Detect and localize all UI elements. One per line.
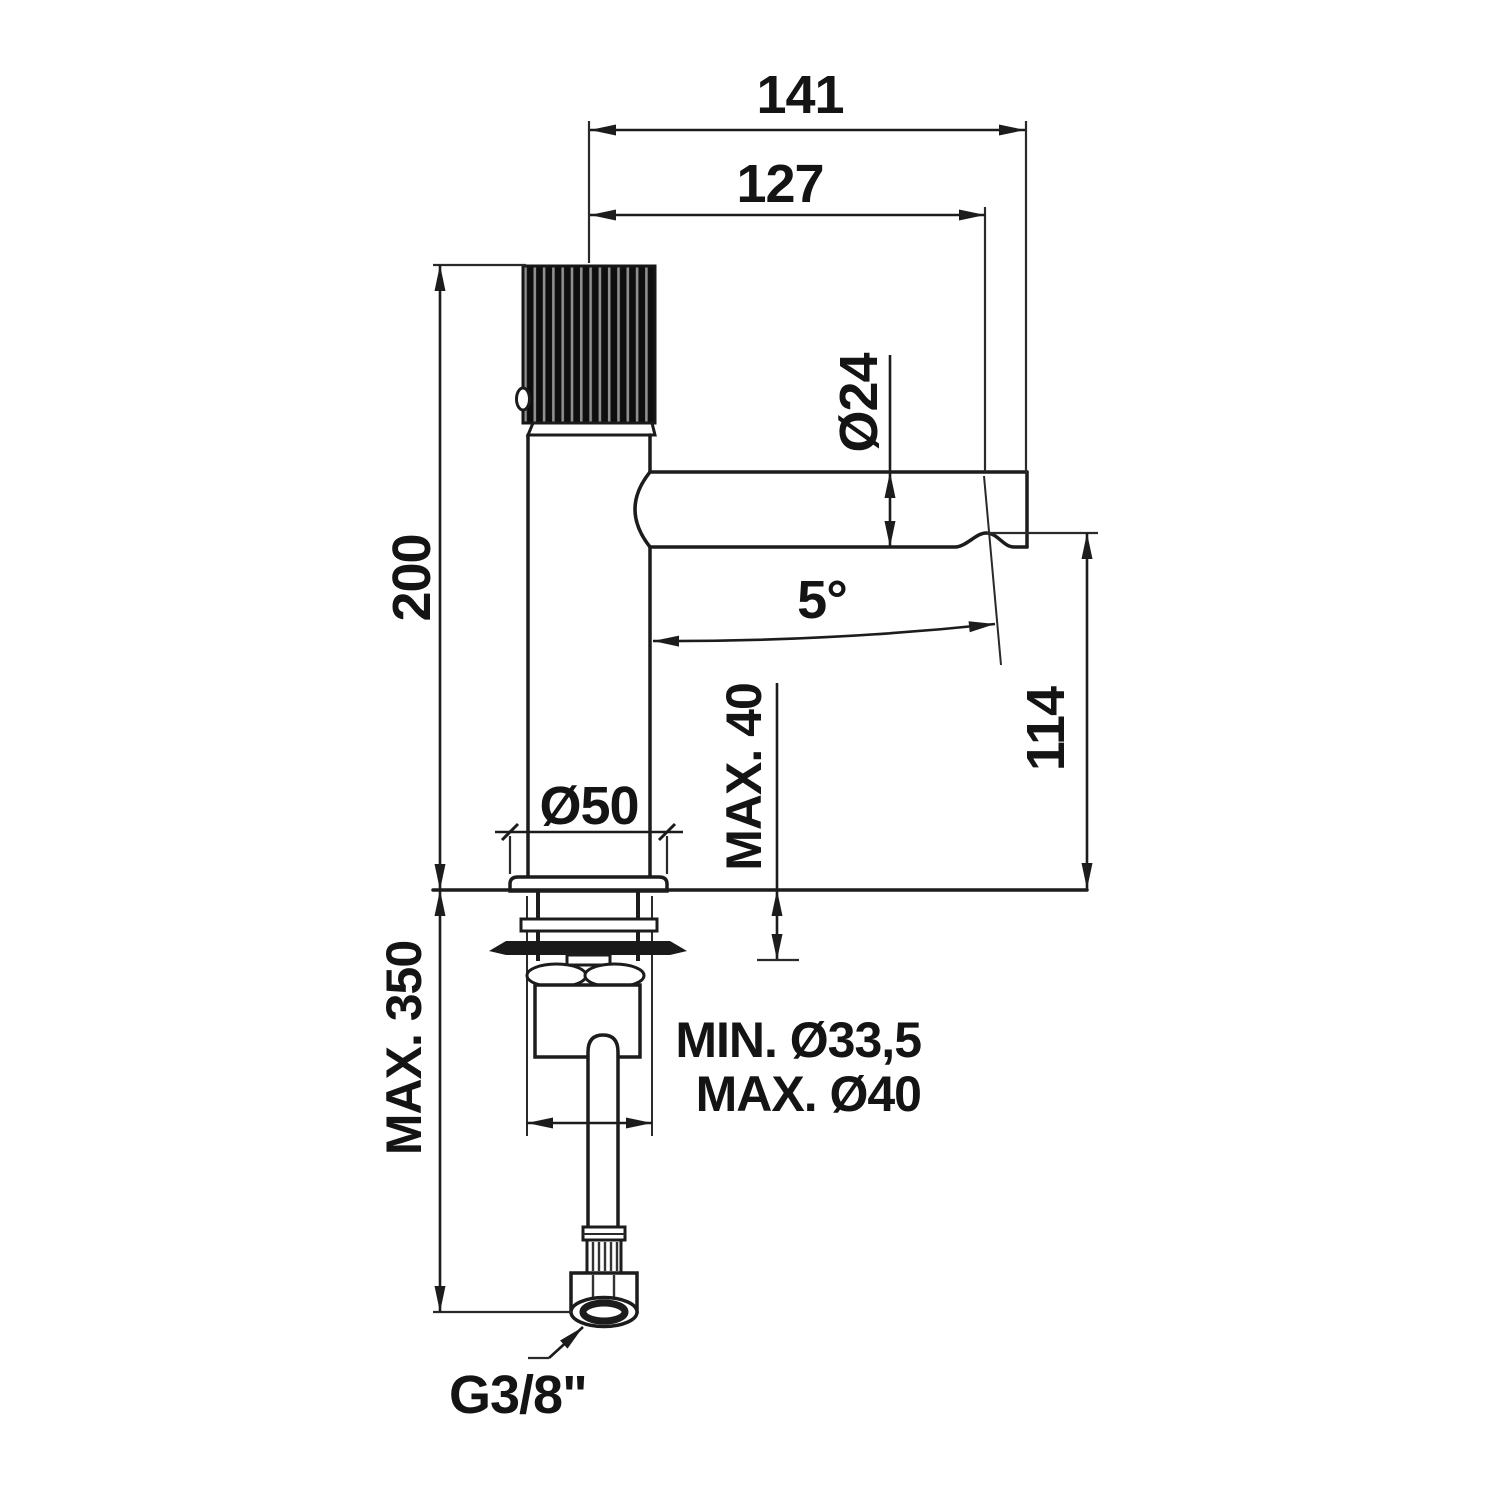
faucet-outline (431, 121, 1089, 1329)
dim-d50-ticks (500, 822, 677, 842)
dim-d50-label: Ø50 (539, 776, 638, 836)
knurled-handle (521, 264, 657, 425)
flex-hose (586, 1033, 620, 1231)
connector-knurl-ribs (591, 1242, 619, 1271)
dim-350-label: MAX. 350 (376, 941, 432, 1155)
dimension-annotations: 141 127 Ø24 5° 200 MAX. 350 114 MAX. 40 (376, 65, 1098, 1425)
dim-114-label: 114 (1016, 686, 1076, 771)
handle-index-dot (515, 386, 531, 412)
dim-40-label: MAX. 40 (716, 683, 772, 871)
base-flange (508, 875, 669, 893)
handle-collar (525, 421, 657, 437)
dim-arc-5deg (652, 621, 996, 647)
fixing-plate (519, 917, 659, 933)
dim-5deg-label: 5° (797, 570, 847, 630)
dim-141-label: 141 (756, 65, 843, 125)
dim-127-label: 127 (736, 154, 823, 214)
spout-root-arc (633, 470, 652, 549)
seal-washer (489, 941, 687, 955)
dim-200-label: 200 (382, 534, 442, 621)
dim-hole-max-label: MAX. Ø40 (696, 1066, 921, 1122)
leader-line-g38 (548, 1326, 584, 1359)
spout-bottom-edge (648, 531, 1029, 549)
aerator-angle-line (983, 475, 1002, 666)
nut-boss (565, 953, 612, 967)
dim-d24-label: Ø24 (829, 353, 889, 453)
dim-g38-label: G3/8" (449, 1365, 587, 1425)
ext-lines-flange (508, 836, 669, 874)
dim-hole-min-label: MIN. Ø33,5 (675, 1012, 921, 1068)
connector-opening-ring (579, 1299, 629, 1325)
